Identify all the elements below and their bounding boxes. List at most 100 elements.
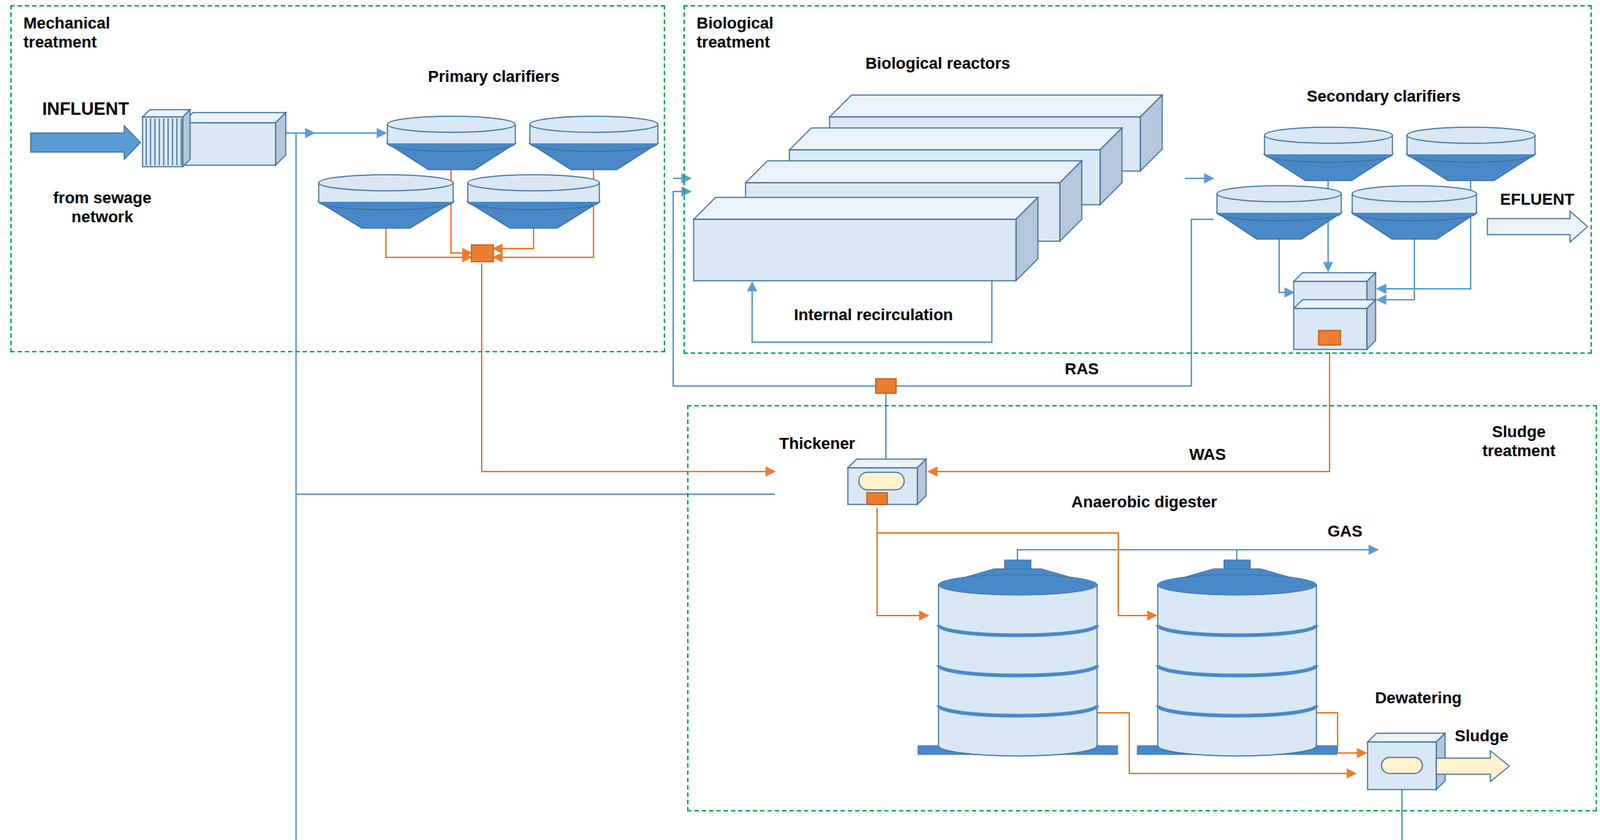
clarifier-symbol [1216,185,1342,240]
tank-band [1157,705,1317,716]
clarifier-symbol [1352,185,1477,240]
pipe-layer [275,133,1471,840]
region-title: Mechanical treatment [23,13,148,53]
treatment-region: Mechanical treatmentPrimary clarifiers [10,5,666,353]
flow-label: Internal recirculation [767,305,980,325]
sludge-pipe [1097,712,1130,764]
box-front [1293,308,1367,350]
screen-bar [145,118,147,166]
box-side [1100,127,1122,205]
ras-pump-pipe [885,393,887,460]
process-unit: Biological reactors [690,51,1185,286]
box-side [1059,160,1082,242]
tank-cap [1224,559,1251,569]
drain-pipe [1377,239,1415,300]
tank-top [1157,574,1317,595]
box-top [693,197,1038,220]
box-top [182,112,286,123]
grit-chamber [182,112,286,166]
process-unit: Thickener [774,431,929,508]
process-unit: Anaerobic digester [928,489,1361,764]
clarifier-symbol [1264,127,1393,181]
box-side [917,459,927,505]
gas-pipe [1017,549,1378,560]
thickener-unit [847,459,927,505]
screen-symbol [142,109,191,167]
box-top [829,95,1163,117]
clarifier-symbol [387,116,516,170]
treatment-region: Biological treatmentBiological reactors S… [683,5,1592,354]
illustration-layer [30,95,1588,790]
screen-bar [154,118,156,166]
box-top [1293,272,1376,282]
process-unit: Primary clarifiers [314,64,674,264]
pump-layer [471,244,1341,505]
inlet-pipe [275,132,386,134]
clarifier-top [1216,185,1342,202]
flow-connector [928,352,1330,472]
flow-arrow [30,125,141,160]
clarifier-symbol [529,116,658,170]
box-front [182,122,276,166]
flow-connector [673,191,1214,386]
flow-label: GAS [1315,521,1375,541]
screen-bar [149,118,152,166]
box-top [1367,733,1446,742]
flow-connector [481,263,775,472]
box-side [1140,95,1163,172]
unit-title: Thickener [779,434,856,454]
box-side [1366,299,1376,350]
box-front [693,219,1016,281]
flow-connector [673,177,691,180]
unit-title: Secondary clarifiers [1213,86,1554,106]
unit-title: Primary clarifiers [314,67,674,87]
region-title: Biological treatment [696,13,821,53]
flow-label: INFLUENT [38,98,134,120]
thickener-drum [858,472,905,490]
dewatering-drum [1381,757,1423,774]
digester-tank [1137,559,1337,756]
clarifier-top [387,116,516,133]
tank-cap [1005,559,1032,569]
box-front [847,467,918,505]
drain-pipe [1279,239,1294,293]
box-side [275,112,286,166]
sludge-pipe [493,228,534,249]
flow-connector [296,133,775,495]
pump-symbol [1318,330,1341,345]
box-front [142,116,183,167]
clarifier-top [467,174,600,191]
clarifier-top [318,174,454,191]
screen-bar [158,118,161,166]
box-top [789,127,1122,150]
box-side [1015,197,1038,281]
connector-label: RAS [1062,359,1102,379]
screen-bar [180,118,183,166]
flow-arrow [1436,750,1510,782]
tank-band [938,665,1098,676]
screen-bar [176,118,178,166]
reject-pipe [1401,789,1403,840]
connector-layer [296,133,1356,774]
connector-label: WAS [1186,445,1229,465]
collection-box [1293,299,1376,350]
clarifier-symbol [318,174,454,229]
dewatering-unit [1367,733,1446,790]
clarifier-symbol [1407,127,1535,181]
box-top [142,109,191,117]
box-front [1367,741,1437,790]
flow-label: EFLUENT [1489,190,1585,210]
box-top [1293,299,1376,309]
unit-title: Dewatering [1355,688,1481,708]
tank-body [1157,584,1317,756]
screen-bar [171,118,174,166]
box-top [745,160,1082,183]
clarifier-top [1407,127,1535,144]
treatment-region: Sludge treatmentThickenerAnaerobic diges… [687,404,1598,812]
flow-label: Sludge [1448,726,1515,746]
flow-connector [877,507,929,616]
digester-tank [918,559,1118,756]
tank-band [938,705,1098,716]
